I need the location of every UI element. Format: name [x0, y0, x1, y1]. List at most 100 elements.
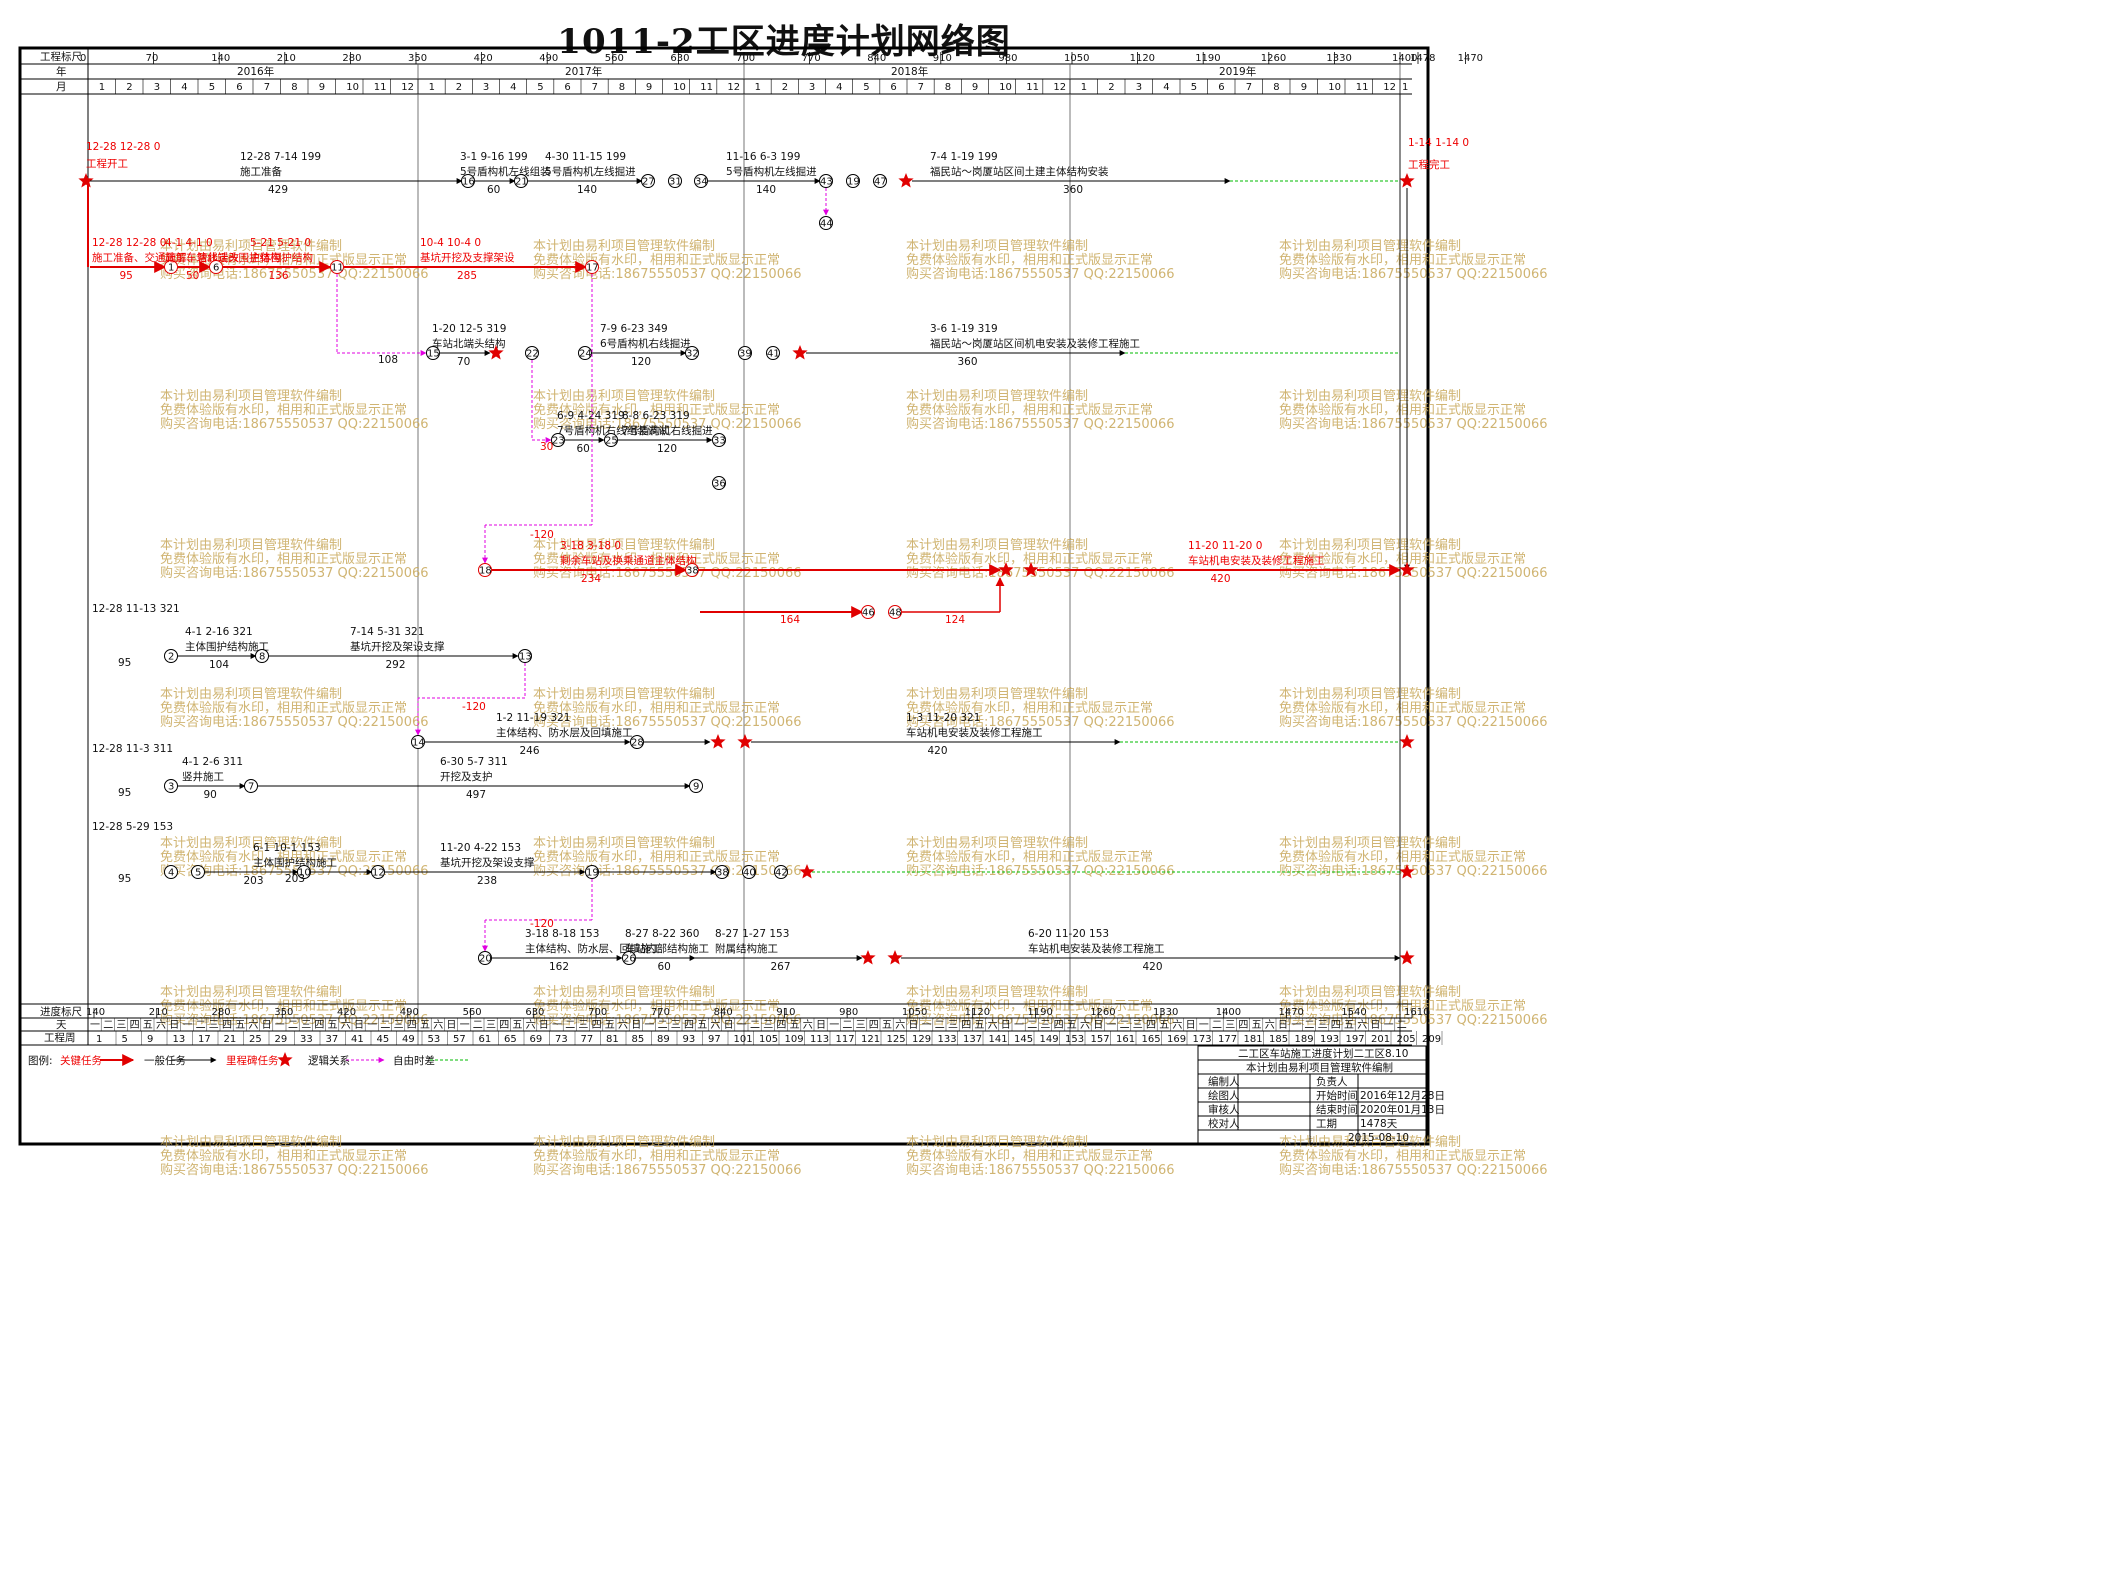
- task-duration: 420: [1143, 961, 1163, 973]
- event-node: [164, 649, 178, 663]
- watermark-line: 购买咨询电话:18675550537 QQ:22150066: [906, 416, 1175, 432]
- week-number: 173: [1193, 1034, 1212, 1045]
- event-node-number: 32: [686, 349, 699, 360]
- weekday-label: 四: [869, 1020, 879, 1031]
- task-name: 车站机电安装及装修工程施工: [906, 726, 1043, 739]
- month-label: 6: [1218, 82, 1224, 93]
- task-name: 5号盾构机左线掘进: [545, 165, 636, 178]
- task-name: 竖井施工: [182, 770, 224, 783]
- event-node: [255, 649, 269, 663]
- title-block-cell: 校对人: [1208, 1117, 1240, 1130]
- task-duration: 60: [487, 184, 500, 196]
- watermark-line: 本计划由易利项目管理软件编制: [533, 836, 715, 851]
- weekday-label: 日: [1186, 1020, 1196, 1031]
- outer-frame: [18, 46, 1430, 1146]
- task-dates: 11-20 11-20 0: [1188, 540, 1262, 552]
- task-duration: 70: [457, 356, 470, 368]
- weekday-label: 日: [539, 1020, 549, 1031]
- watermark-line: 购买咨询电话:18675550537 QQ:22150066: [160, 1012, 429, 1028]
- watermark-line: 免费体验版有水印，相用和正式版显示正常: [533, 551, 780, 567]
- title-block-cell: 编制人: [1208, 1075, 1240, 1088]
- task-duration: 95: [120, 270, 133, 282]
- title-block-cell: 开始时间: [1316, 1089, 1358, 1102]
- watermark-line: 本计划由易利项目管理软件编制: [533, 538, 715, 553]
- week-number: 161: [1116, 1034, 1135, 1045]
- watermark-line: 免费体验版有水印，相用和正式版显示正常: [160, 700, 407, 716]
- weekday-label: 日: [1278, 1020, 1288, 1031]
- month-label: 12: [727, 82, 740, 93]
- watermark-line: 本计划由易利项目管理软件编制: [160, 389, 342, 404]
- month-label: 2: [782, 82, 788, 93]
- title-block-cell: 2016年12月28日: [1360, 1089, 1445, 1102]
- weekday-label: 一: [829, 1020, 839, 1031]
- task-duration: 108: [378, 354, 398, 366]
- weekday-label: 一: [922, 1020, 932, 1031]
- watermark-line: 本计划由易利项目管理软件编制: [906, 538, 1088, 553]
- week-number: 177: [1218, 1034, 1237, 1045]
- watermark-line: 购买咨询电话:18675550537 QQ:22150066: [160, 266, 429, 282]
- watermark-line: 购买咨询电话:18675550537 QQ:22150066: [906, 714, 1175, 730]
- week-number: 93: [683, 1034, 696, 1045]
- title-block-sub: 本计划由易利项目管理软件编制: [1246, 1061, 1393, 1074]
- month-label: 6: [890, 82, 896, 93]
- milestone-star: [799, 864, 815, 879]
- watermark-line: 购买咨询电话:18675550537 QQ:22150066: [160, 1162, 429, 1178]
- task-duration: 140: [756, 184, 776, 196]
- weekday-label: 六: [248, 1019, 258, 1031]
- task-duration: -120: [530, 529, 554, 541]
- weekday-label: 一: [1014, 1020, 1024, 1031]
- task-dates: 8-8 6-23 319: [622, 410, 690, 422]
- watermark-line: 购买咨询电话:18675550537 QQ:22150066: [906, 1162, 1175, 1178]
- top-tick-label: 1260: [1261, 53, 1286, 64]
- milestone-star: [78, 173, 94, 188]
- year-label: 2017年: [565, 65, 602, 78]
- weekday-label: 四: [130, 1020, 140, 1031]
- top-tick-label: 420: [474, 53, 493, 64]
- weekday-label: 三: [301, 1020, 311, 1031]
- week-number: 17: [198, 1034, 211, 1045]
- task-duration: 90: [204, 789, 217, 801]
- event-node-number: 27: [642, 177, 655, 188]
- event-node-number: 21: [515, 177, 528, 188]
- month-label: 9: [972, 82, 978, 93]
- month-label: 5: [209, 82, 215, 93]
- weekday-label: 五: [1067, 1020, 1077, 1031]
- bottom-tick-label: 980: [839, 1007, 858, 1018]
- top-tick-label: 1478: [1410, 53, 1435, 64]
- weekday-label: 三: [116, 1020, 126, 1031]
- milestone-star: [887, 950, 903, 965]
- watermark-line: 购买咨询电话:18675550537 QQ:22150066: [906, 565, 1175, 581]
- watermark-line: 免费体验版有水印，相用和正式版显示正常: [906, 1148, 1153, 1164]
- title-block-header: 二工区车站施工进度计划二工区8.10: [1238, 1047, 1408, 1060]
- weekday-label: 三: [948, 1020, 958, 1031]
- event-node-number: 24: [579, 349, 592, 360]
- milestone-star: [277, 1052, 293, 1067]
- event-node: [164, 260, 178, 274]
- watermark-line: 购买咨询电话:18675550537 QQ:22150066: [906, 266, 1175, 282]
- watermark-line: 免费体验版有水印，相用和正式版显示正常: [160, 551, 407, 567]
- task-name: 施工准备、交通疏解、管线迁改: [92, 251, 239, 264]
- weekday-label: 四: [314, 1020, 324, 1031]
- top-tick-label: 700: [736, 53, 755, 64]
- week-number: 85: [632, 1034, 645, 1045]
- watermark-line: 购买咨询电话:18675550537 QQ:22150066: [1279, 1012, 1548, 1028]
- task-dates: 10-4 10-4 0: [420, 237, 481, 249]
- week-number: 129: [912, 1034, 931, 1045]
- watermark-line: 本计划由易利项目管理软件编制: [160, 687, 342, 702]
- title-block-cell: 1478天: [1360, 1118, 1398, 1130]
- task-name: 工程开工: [86, 158, 128, 170]
- watermark-line: 免费体验版有水印，相用和正式版显示正常: [160, 402, 407, 418]
- task-duration: 136: [269, 270, 289, 282]
- top-tick-label: 70: [146, 53, 159, 64]
- week-number: 141: [989, 1034, 1008, 1045]
- task-duration: 267: [771, 961, 791, 973]
- event-node: [525, 346, 539, 360]
- week-number: 21: [224, 1034, 237, 1045]
- event-node: [164, 865, 178, 879]
- event-node: [846, 174, 860, 188]
- top-tick-label: 630: [670, 53, 689, 64]
- task-dates: 4-1 4-1 0: [165, 237, 213, 249]
- task-name: 车站内部结构施工: [625, 942, 709, 955]
- event-node-number: 44: [820, 219, 833, 230]
- event-node-number: 47: [874, 177, 887, 188]
